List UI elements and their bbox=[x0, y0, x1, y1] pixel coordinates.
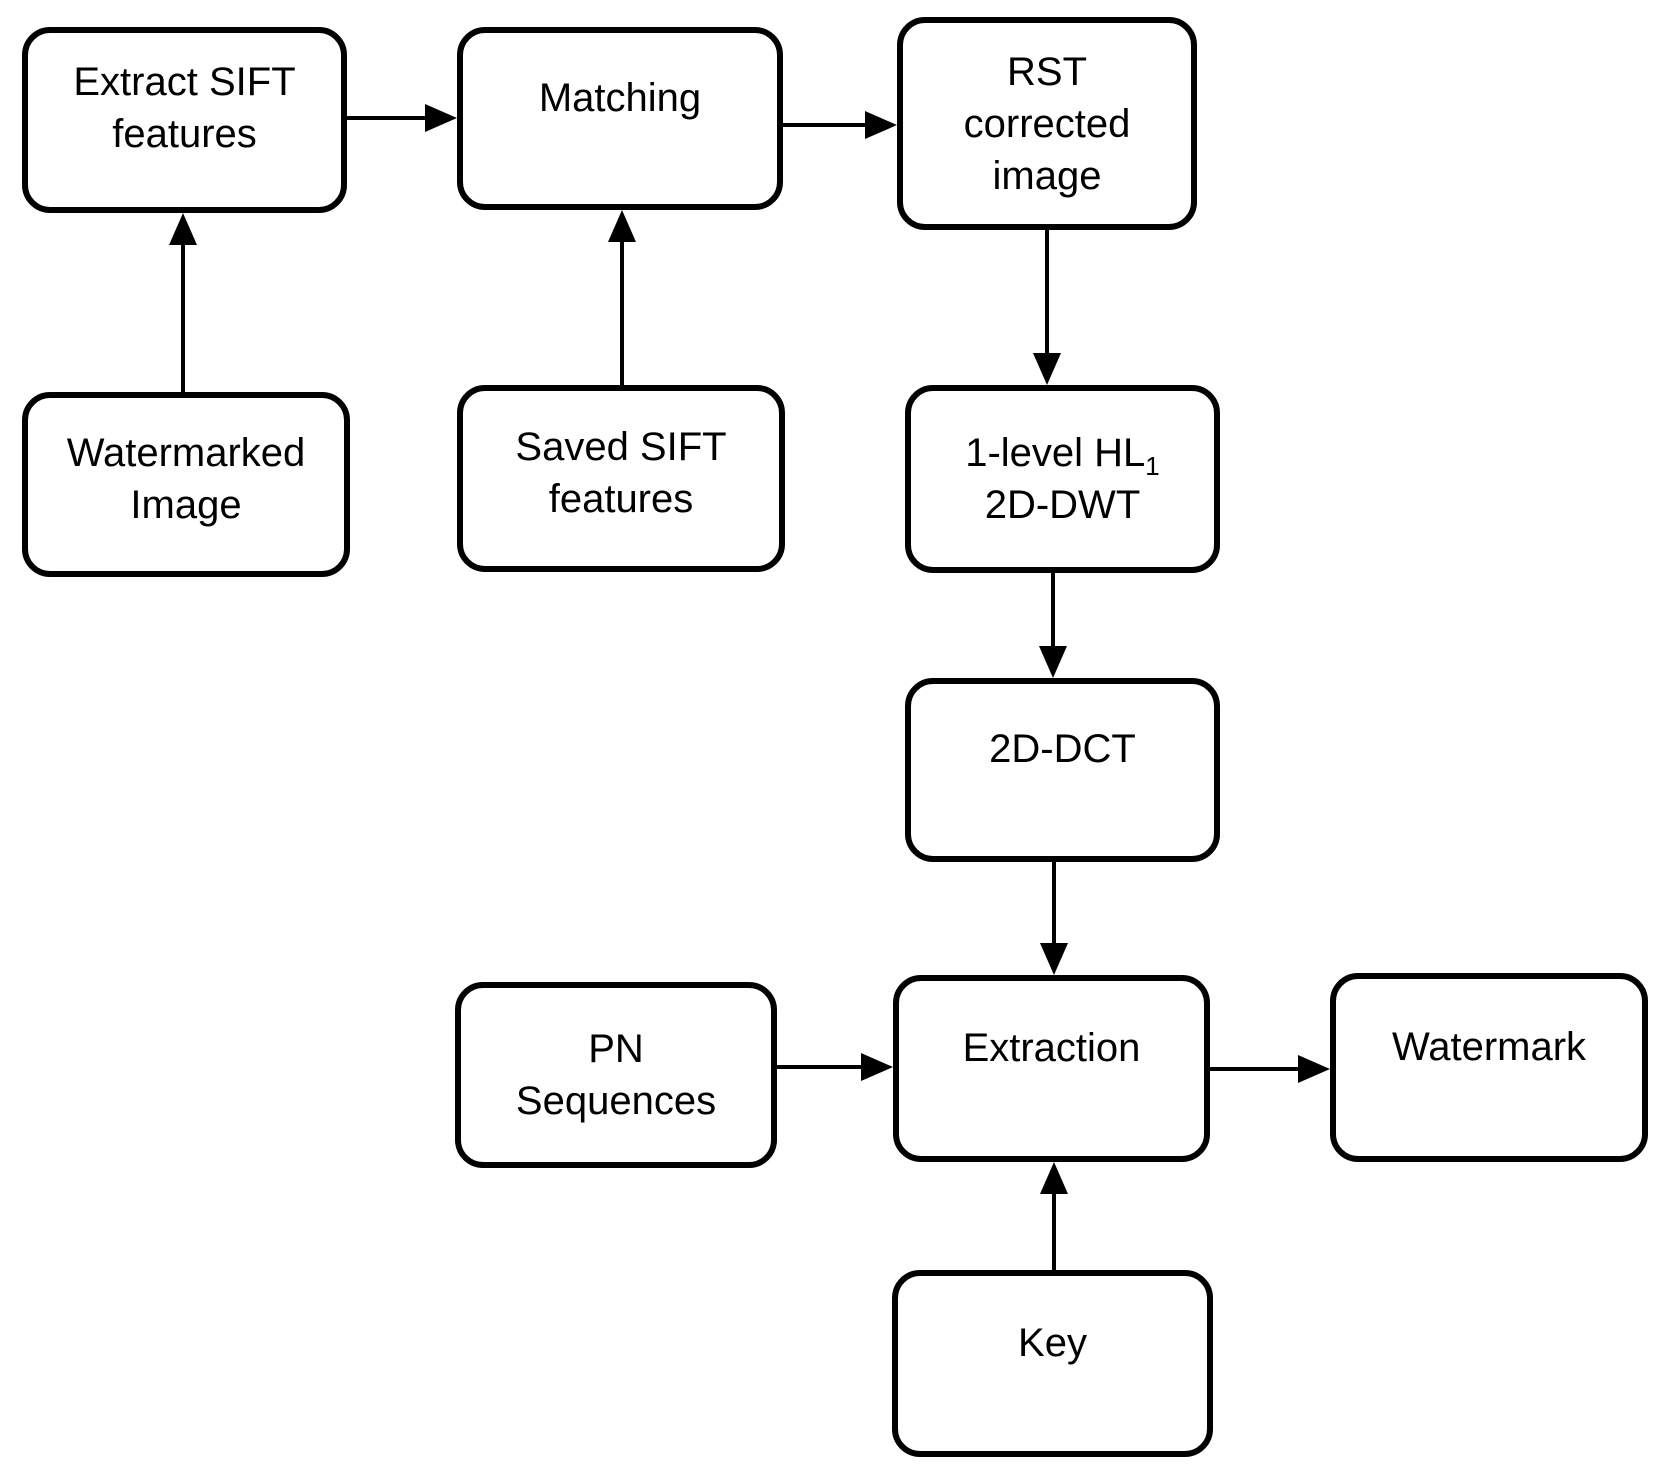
node-extraction-label: Extraction bbox=[962, 1025, 1141, 1070]
node-watermarked-image: Watermarked Image bbox=[22, 392, 350, 577]
node-2d-dct-label: 2D-DCT bbox=[989, 727, 1136, 771]
node-extract-sift-features: Extract SIFT features bbox=[22, 27, 347, 213]
node-watermarked-image-label: Watermarked Image bbox=[66, 430, 306, 527]
node-pn-sequences: PN Sequences bbox=[455, 982, 777, 1168]
node-saved-sift-features-label: Saved SIFT features bbox=[515, 424, 727, 521]
node-matching: Matching bbox=[457, 27, 783, 210]
node-rst-corrected-image-label: RST corrected image bbox=[963, 49, 1131, 198]
node-watermark: Watermark bbox=[1330, 973, 1648, 1162]
node-key: Key bbox=[892, 1270, 1213, 1457]
node-2d-dct: 2D-DCT bbox=[905, 678, 1220, 862]
node-watermark-label: Watermark bbox=[1391, 1024, 1587, 1069]
node-extract-sift-features-label: Extract SIFT features bbox=[73, 60, 296, 156]
node-saved-sift-features: Saved SIFT features bbox=[457, 385, 785, 572]
node-extraction: Extraction bbox=[893, 975, 1210, 1162]
node-pn-sequences-label: PN Sequences bbox=[515, 1027, 717, 1123]
node-matching-label: Matching bbox=[538, 75, 702, 120]
subscript-1: 1 bbox=[1145, 451, 1160, 481]
node-rst-corrected-image: RST corrected image bbox=[897, 17, 1197, 230]
node-key-label: Key bbox=[1018, 1320, 1087, 1365]
